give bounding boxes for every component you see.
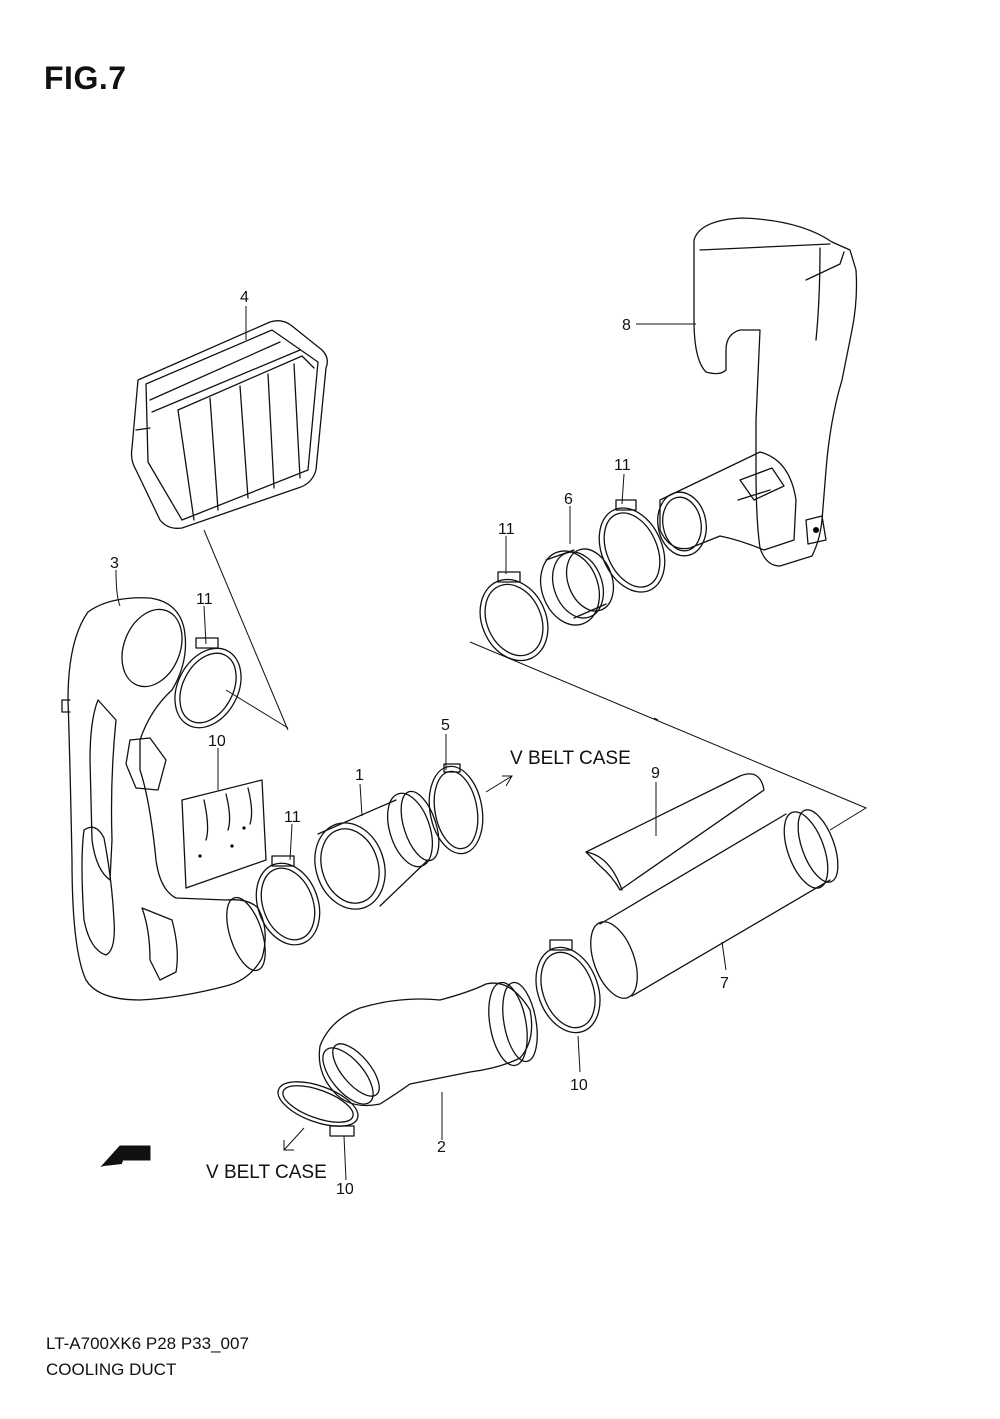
part-6-sleeve — [540, 548, 615, 626]
part-4-cover — [130, 320, 328, 529]
callout-9: 9 — [651, 765, 660, 782]
part-3-main-duct — [61, 597, 266, 1001]
arrow-v-belt-upper — [485, 775, 513, 793]
callout-2: 2 — [437, 1139, 446, 1156]
part-10-clamp-b — [277, 1081, 359, 1137]
v-belt-case-label-lower: V BELT CASE — [206, 1162, 327, 1183]
callout-10-c: 10 — [336, 1181, 354, 1198]
arrow-v-belt-lower — [283, 1127, 305, 1151]
callout-10-b: 10 — [570, 1077, 588, 1094]
part-11-clamp-a — [174, 637, 242, 729]
callout-11-d: 11 — [498, 521, 515, 538]
part-11-clamp-d — [479, 571, 549, 662]
callout-11-c: 11 — [614, 457, 631, 474]
figure-title: FIG.7 — [44, 60, 127, 96]
callout-1: 1 — [355, 767, 364, 784]
callout-11-b: 11 — [284, 809, 301, 826]
part-11-clamp-b — [255, 855, 321, 946]
v-belt-case-label-upper: V BELT CASE — [510, 748, 631, 769]
callout-11-a: 11 — [196, 591, 213, 608]
part-10-gasket — [181, 779, 267, 889]
part-1-coupler — [314, 790, 440, 910]
part-2-elbow-hose — [318, 981, 538, 1107]
callout-10-a: 10 — [208, 733, 226, 750]
part-5-seal — [428, 763, 484, 855]
guide-lines — [203, 529, 868, 831]
part-11-clamp-c — [598, 499, 666, 593]
part-8-outlet-duct — [657, 217, 858, 567]
part-9-cover — [585, 773, 765, 891]
callout-6: 6 — [564, 491, 573, 508]
callout-5: 5 — [441, 717, 450, 734]
callout-leaders — [115, 306, 727, 1181]
diagram-name: COOLING DUCT — [46, 1360, 177, 1379]
callout-7: 7 — [720, 975, 729, 992]
part-7-tube — [590, 809, 839, 999]
fwd-arrow-icon: FWD — [100, 1145, 151, 1168]
part-10-clamp-a — [535, 939, 601, 1034]
callout-4: 4 — [240, 289, 249, 306]
callout-3: 3 — [110, 555, 119, 572]
diagram-code: LT-A700XK6 P28 P33_007 — [46, 1334, 249, 1353]
callout-8: 8 — [622, 317, 631, 334]
